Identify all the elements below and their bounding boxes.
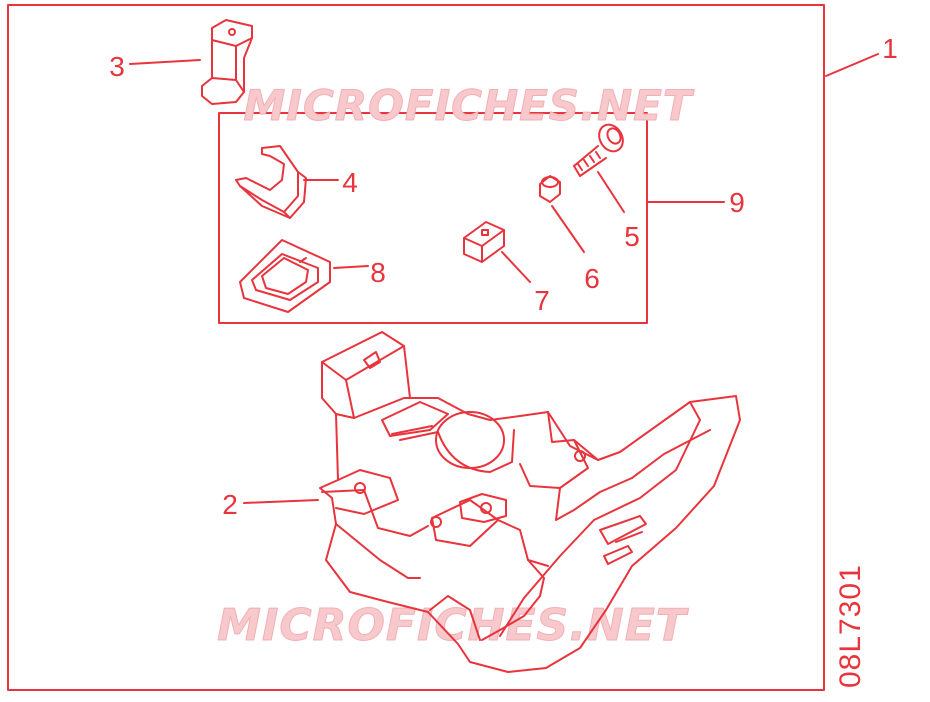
part-2-fender-holder bbox=[319, 331, 741, 673]
part-8-gasket bbox=[239, 239, 331, 313]
part-7-nut bbox=[463, 221, 505, 263]
part-3-bracket bbox=[201, 19, 253, 105]
leader-6 bbox=[551, 205, 585, 253]
callout-2: 2 bbox=[222, 489, 238, 520]
leader-5 bbox=[597, 171, 625, 213]
leader-8 bbox=[333, 265, 369, 269]
leader-1 bbox=[825, 53, 879, 77]
part-6-collar bbox=[539, 175, 561, 203]
diagram-code: 08L7301 bbox=[834, 564, 867, 688]
kit-group-box bbox=[218, 112, 648, 324]
part-4-clip bbox=[235, 145, 307, 219]
leader-2 bbox=[243, 499, 319, 504]
callout-7: 7 bbox=[534, 285, 550, 316]
callout-4: 4 bbox=[342, 167, 358, 198]
callout-9: 9 bbox=[729, 187, 745, 218]
leader-3 bbox=[129, 59, 201, 65]
part-5-bolt bbox=[573, 123, 624, 177]
callout-1: 1 bbox=[882, 33, 898, 64]
callout-8: 8 bbox=[370, 257, 386, 288]
watermark-bottom: MICROFICHES.NET bbox=[217, 600, 689, 651]
leader-7 bbox=[501, 251, 531, 283]
callout-5: 5 bbox=[624, 221, 640, 252]
callout-3: 3 bbox=[109, 51, 125, 82]
outer-frame bbox=[7, 4, 825, 691]
callout-6: 6 bbox=[584, 263, 600, 294]
watermark-top: MICROFICHES.NET bbox=[244, 81, 695, 130]
